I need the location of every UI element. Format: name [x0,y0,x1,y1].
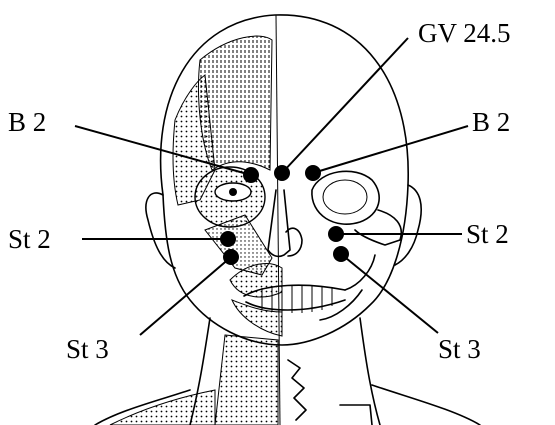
right-orbit [312,171,379,224]
leader-b2-right [313,126,468,173]
neck-muscle [215,335,278,425]
label-b2-right: B 2 [472,107,510,137]
leader-st3-right [341,254,438,333]
point-st2-right [328,226,344,242]
point-st2-left [220,231,236,247]
label-b2-left: B 2 [8,107,46,137]
label-st3-right: St 3 [438,334,481,364]
label-st2-right: St 2 [466,219,509,249]
point-gv-24-5 [274,165,290,181]
leader-gv-24-5 [282,38,408,173]
leader-st3-left [140,257,231,335]
label-st3-left: St 3 [66,334,109,364]
right-zygoma [355,210,401,245]
point-b2-left [243,167,259,183]
right-eye-socket [323,180,367,214]
left-chin-muscle [232,300,282,336]
vertebrae [288,360,372,425]
head-illustration [95,15,480,425]
point-b2-right [305,165,321,181]
point-st3-right [333,246,349,262]
label-gv-24-5: GV 24.5 [418,18,511,48]
nose [268,190,290,256]
left-pupil [229,188,237,196]
point-st3-left [223,249,239,265]
shoulder-muscle [110,390,215,425]
label-st2-left: St 2 [8,224,51,254]
shoulder-right [372,385,480,425]
